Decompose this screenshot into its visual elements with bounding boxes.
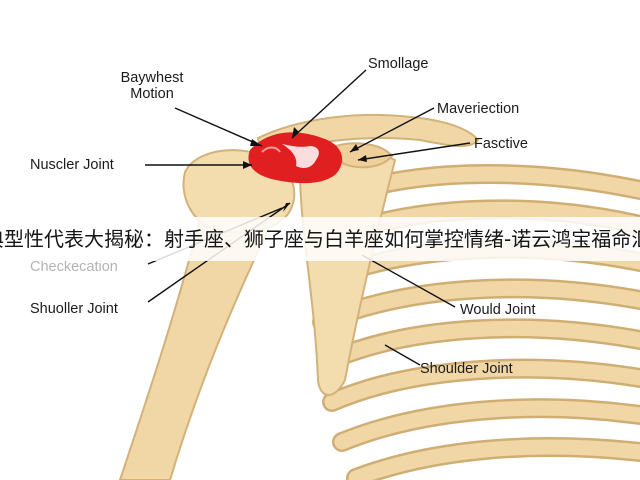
label-baywhest-motion: Baywhest Motion (104, 70, 200, 102)
clavicle (256, 113, 480, 162)
label-would-joint: Would Joint (460, 302, 536, 318)
label-shuoller-joint: Shuoller Joint (30, 301, 118, 317)
label-baywhest-motion-line1: Baywhest (120, 70, 184, 86)
label-smollage: Smollage (368, 56, 429, 72)
overlay-banner (0, 217, 640, 261)
label-baywhest-motion-line2: Motion (130, 86, 174, 102)
label-shoulder-joint: Shoulder Joint (420, 361, 513, 377)
label-fasctive: Fasctive (474, 136, 528, 152)
label-checkecation: Checkecation (30, 259, 118, 275)
acromion (328, 142, 394, 169)
overlay-banner-text: 典型性代表大揭秘：射手座、狮子座与白羊座如何掌控情绪-诺云鸿宝福命汇运 (0, 227, 640, 251)
label-maveriection: Maveriection (437, 101, 520, 117)
label-nuscler-joint: Nuscler Joint (30, 157, 114, 173)
scapula (298, 151, 397, 396)
pointer-arrowheads (243, 127, 367, 212)
highlighted-joint (248, 132, 343, 184)
